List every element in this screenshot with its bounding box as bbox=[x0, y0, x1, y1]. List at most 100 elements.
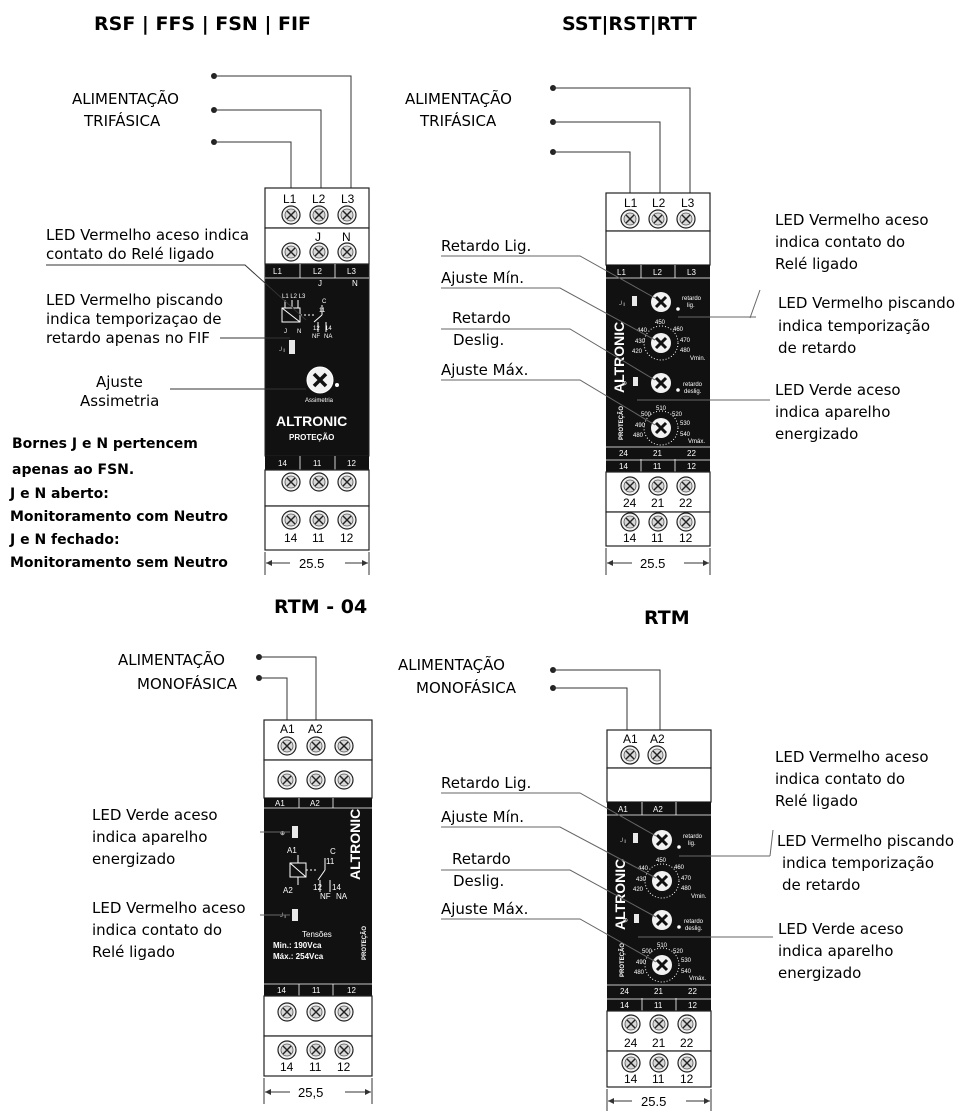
label-retardo-lig-q4: Retardo Lig. bbox=[441, 774, 531, 792]
svg-text:L3: L3 bbox=[687, 268, 696, 277]
svg-text:J: J bbox=[284, 329, 287, 335]
panel-label-l1: L1 bbox=[273, 267, 282, 276]
svg-text:12: 12 bbox=[340, 531, 354, 545]
panel-label-l2: L2 bbox=[313, 267, 322, 276]
label-retardo-deslig-q4: Retardo bbox=[452, 850, 511, 868]
svg-text:440: 440 bbox=[637, 328, 648, 334]
label-led-green-q2: LED Verde aceso bbox=[775, 381, 901, 399]
svg-text:A1: A1 bbox=[275, 799, 285, 808]
svg-text:Deslig.: Deslig. bbox=[453, 331, 504, 349]
terminal-label-j: J bbox=[315, 230, 321, 244]
title-q4: RTM bbox=[644, 607, 690, 629]
led-green-q3 bbox=[292, 826, 298, 838]
voltage-max-q3: Máx.: 254Vca bbox=[273, 952, 324, 961]
svg-text:500: 500 bbox=[641, 412, 652, 418]
svg-text:L2: L2 bbox=[653, 268, 662, 277]
terminal-label-l3: L3 bbox=[341, 192, 355, 206]
svg-text:430: 430 bbox=[635, 339, 646, 345]
relay-symbol-q3 bbox=[289, 855, 331, 892]
svg-text:energizado: energizado bbox=[92, 850, 175, 868]
knob-retardo-lig-q2[interactable] bbox=[649, 290, 673, 314]
svg-text:460: 460 bbox=[673, 327, 684, 333]
svg-text:┘ı: ┘ı bbox=[280, 912, 286, 920]
label-led-red-on-q2: LED Vermelho aceso bbox=[775, 211, 929, 229]
device-q4: ALIMENTAÇÃO MONOFÁSICA A1 A2 A1 A2 ┘ı re… bbox=[398, 655, 954, 1111]
svg-text:12: 12 bbox=[313, 883, 322, 892]
label-ajuste-min-q2: Ajuste Mín. bbox=[441, 269, 524, 287]
svg-text:22: 22 bbox=[687, 449, 696, 458]
svg-text:NA: NA bbox=[324, 334, 332, 340]
svg-text:A1: A1 bbox=[618, 805, 628, 814]
svg-text:14: 14 bbox=[332, 883, 341, 892]
svg-text:⊕: ⊕ bbox=[280, 831, 285, 837]
svg-text:Relé ligado: Relé ligado bbox=[92, 943, 175, 961]
svg-text:retardo apenas no FIF: retardo apenas no FIF bbox=[46, 329, 210, 347]
svg-text:480: 480 bbox=[633, 433, 644, 439]
voltage-title-q3: Tensões bbox=[302, 930, 332, 939]
supply-label-q1b: TRIFÁSICA bbox=[83, 111, 161, 130]
svg-text:11: 11 bbox=[319, 308, 326, 314]
knob-ajuste-max-q2[interactable] bbox=[643, 410, 679, 446]
knob-retardo-deslig-q4[interactable] bbox=[650, 908, 674, 932]
knob-retardo-deslig-q2[interactable] bbox=[649, 371, 673, 395]
title-q2: SST|RST|RTT bbox=[562, 13, 697, 35]
svg-text:460: 460 bbox=[674, 865, 685, 871]
svg-text:Relé ligado: Relé ligado bbox=[775, 792, 858, 810]
device-q1: ALIMENTAÇÃO TRIFÁSICA L1 L2 L3 J N L1 L2… bbox=[9, 73, 370, 575]
knob-assimetria[interactable] bbox=[305, 365, 335, 395]
svg-text:24: 24 bbox=[623, 496, 637, 510]
svg-text:500: 500 bbox=[642, 949, 653, 955]
svg-text:lig.: lig. bbox=[687, 303, 695, 309]
supply-label-q3: ALIMENTAÇÃO bbox=[118, 650, 225, 669]
svg-text:PROTEÇÃO: PROTEÇÃO bbox=[619, 943, 626, 977]
label-ajuste-max-q2: Ajuste Máx. bbox=[441, 361, 528, 379]
led-green-q2 bbox=[633, 377, 638, 386]
label-led-green-q3: LED Verde aceso bbox=[92, 806, 218, 824]
svg-text:420: 420 bbox=[633, 887, 644, 893]
svg-text:450: 450 bbox=[656, 858, 667, 864]
svg-text:11: 11 bbox=[326, 857, 335, 866]
svg-text:14: 14 bbox=[325, 326, 332, 332]
svg-text:A1: A1 bbox=[280, 722, 295, 736]
width-dim-q1: 25.5 bbox=[299, 556, 324, 571]
svg-text:A2: A2 bbox=[283, 886, 293, 895]
svg-text:⊕: ⊕ bbox=[622, 381, 627, 387]
svg-text:de retardo: de retardo bbox=[782, 876, 860, 894]
svg-text:retardo: retardo bbox=[683, 382, 703, 388]
device-q3: ALIMENTAÇÃO MONOFÁSICA A1 A2 A1 A2 ALTRO… bbox=[92, 650, 373, 1104]
svg-text:530: 530 bbox=[681, 958, 692, 964]
label-led-red-on-q4: LED Vermelho aceso bbox=[775, 748, 929, 766]
svg-text:┘ı: ┘ı bbox=[279, 346, 285, 354]
label-retardo-deslig-q2: Retardo bbox=[452, 309, 511, 327]
knob-ajuste-max-q4[interactable] bbox=[644, 947, 680, 983]
svg-text:MONOFÁSICA: MONOFÁSICA bbox=[137, 674, 238, 693]
svg-text:22: 22 bbox=[679, 496, 693, 510]
svg-text:520: 520 bbox=[672, 412, 683, 418]
svg-text:14: 14 bbox=[280, 1060, 294, 1074]
svg-text:21: 21 bbox=[654, 987, 663, 996]
svg-text:Deslig.: Deslig. bbox=[453, 872, 504, 890]
svg-text:470: 470 bbox=[681, 876, 692, 882]
led-red-q2 bbox=[632, 296, 637, 306]
svg-text:11: 11 bbox=[651, 531, 664, 545]
knob-retardo-lig-q4[interactable] bbox=[650, 828, 674, 852]
knob-ajuste-min-q2[interactable] bbox=[643, 325, 679, 361]
svg-text:indica contato do: indica contato do bbox=[775, 233, 905, 251]
svg-text:J e N aberto:: J e N aberto: bbox=[9, 486, 109, 502]
svg-text:12: 12 bbox=[688, 1001, 697, 1010]
svg-text:12: 12 bbox=[687, 462, 696, 471]
svg-text:420: 420 bbox=[632, 349, 643, 355]
supply-label-q2: ALIMENTAÇÃO bbox=[405, 89, 512, 108]
svg-text:indica aparelho: indica aparelho bbox=[775, 403, 890, 421]
svg-text:490: 490 bbox=[635, 423, 646, 429]
svg-text:indica aparelho: indica aparelho bbox=[92, 828, 207, 846]
svg-text:A1: A1 bbox=[623, 732, 638, 746]
svg-text:12: 12 bbox=[347, 459, 356, 468]
note-fsn: Bornes J e N pertencem bbox=[12, 436, 198, 452]
terminal-label-l1: L1 bbox=[283, 192, 297, 206]
svg-text:12: 12 bbox=[679, 531, 693, 545]
svg-text:PROTEÇÃO: PROTEÇÃO bbox=[618, 406, 625, 440]
svg-text:indica contato do: indica contato do bbox=[92, 921, 222, 939]
knob-ajuste-min-q4[interactable] bbox=[644, 863, 680, 899]
svg-text:480: 480 bbox=[681, 886, 692, 892]
